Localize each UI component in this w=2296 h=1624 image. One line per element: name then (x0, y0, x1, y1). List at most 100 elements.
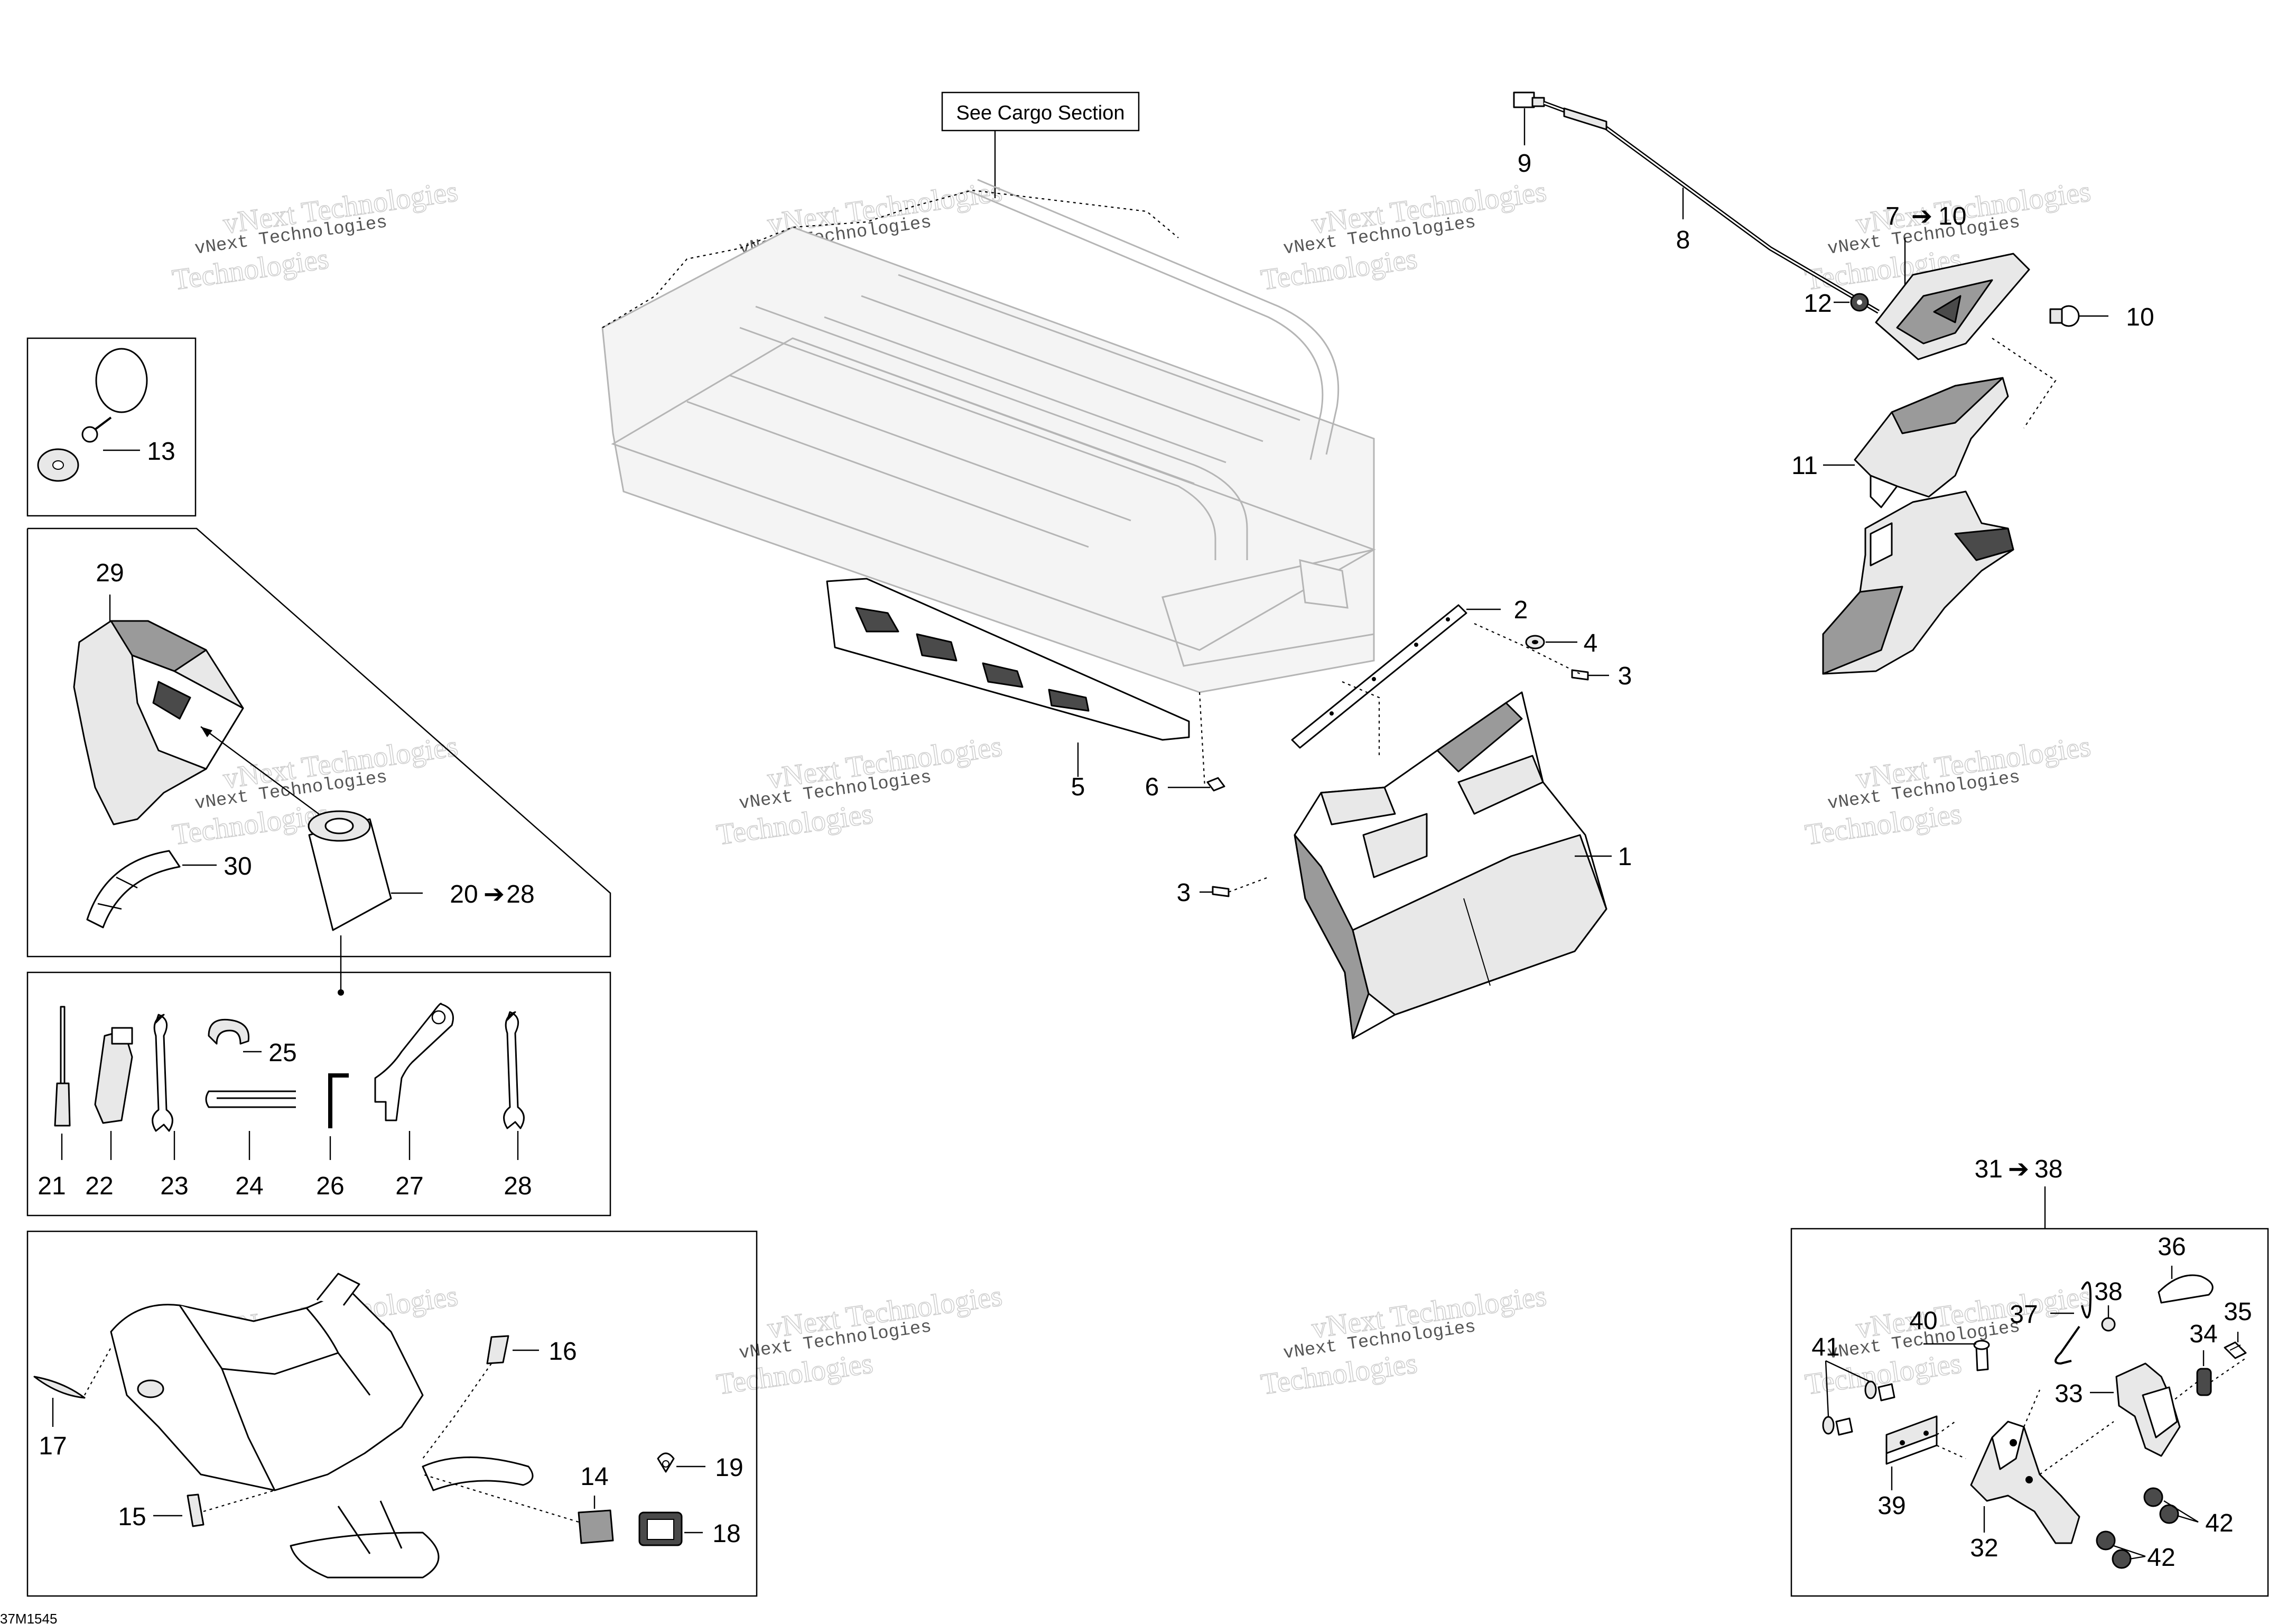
svg-text:37: 37 (2010, 1301, 2038, 1329)
svg-text:28: 28 (504, 1172, 532, 1200)
svg-text:39: 39 (1877, 1492, 1905, 1520)
part-19-clip: 19 (657, 1452, 743, 1482)
svg-text:28: 28 (506, 880, 534, 908)
part-23-wrench: 23 (152, 1014, 189, 1200)
svg-text:18: 18 (712, 1520, 740, 1548)
part-2-strip: 2 (1291, 596, 1528, 749)
figure-code: 37M1545 (0, 1611, 57, 1624)
part-38-nut: 38 (2094, 1278, 2123, 1332)
svg-text:19: 19 (715, 1454, 743, 1482)
svg-text:13: 13 (147, 438, 175, 466)
part-36-pin: 36 (2158, 1233, 2214, 1304)
svg-text:3: 3 (1177, 879, 1191, 907)
part-39-plate: 39 (1877, 1415, 1966, 1520)
part-40-bolt: 40 (1909, 1307, 1990, 1371)
svg-text:27: 27 (395, 1172, 423, 1200)
hitch-box: 31 ➔ 38 36 37 38 35 34 (1790, 1155, 2269, 1597)
part-16-decal: 16 (422, 1335, 577, 1459)
svg-text:14: 14 (580, 1463, 608, 1491)
part-15-decal: 15 (118, 1489, 275, 1531)
svg-text:36: 36 (2158, 1233, 2186, 1261)
part-4-washer: 4 (1525, 629, 1598, 657)
part-22-socket: 22 (85, 1027, 133, 1200)
part-33-latch: 33 (2055, 1362, 2181, 1457)
part-3-screw-top: 3 (1571, 662, 1632, 690)
svg-text:10: 10 (1938, 202, 1966, 230)
part-21-screwdriver: 21 (38, 1006, 71, 1200)
snowmobile-outline (110, 1273, 534, 1579)
part-8-harness: 8 (1543, 101, 1880, 314)
svg-text:5: 5 (1071, 773, 1085, 801)
part-27-spanner: 27 (374, 1003, 454, 1200)
svg-text:➔: ➔ (1911, 202, 1932, 230)
svg-text:➔: ➔ (484, 880, 505, 908)
rear-bumper-bracket (1822, 490, 2014, 675)
svg-text:12: 12 (1804, 290, 1832, 318)
svg-text:38: 38 (2094, 1278, 2122, 1306)
part-18-plate: 18 (638, 1511, 741, 1548)
svg-text:24: 24 (235, 1172, 263, 1200)
svg-text:22: 22 (85, 1172, 113, 1200)
svg-text:31: 31 (1975, 1155, 2003, 1183)
part-24-loop: 24 (205, 1090, 296, 1200)
svg-text:16: 16 (549, 1338, 577, 1366)
part-10-bulb: 10 (2049, 303, 2154, 331)
svg-text:40: 40 (1909, 1307, 1937, 1335)
part-13-box: 13 (26, 337, 197, 517)
part-5-side-plate: 5 (826, 578, 1190, 801)
svg-text:6: 6 (1145, 773, 1159, 801)
part-9-connector: 9 (1513, 91, 1545, 178)
see-cargo-section-callout: See Cargo Section (941, 91, 1140, 198)
svg-text:42: 42 (2205, 1509, 2233, 1537)
part-34-spring: 34 (2166, 1320, 2246, 1406)
svg-text:8: 8 (1676, 226, 1690, 254)
svg-text:7: 7 (1885, 202, 1900, 230)
tool-kit-box: 21 22 23 24 25 26 (26, 971, 611, 1217)
svg-text:38: 38 (2034, 1155, 2062, 1183)
decal-box: 16 17 15 14 18 (26, 1230, 758, 1597)
svg-text:1: 1 (1618, 843, 1632, 871)
svg-text:17: 17 (39, 1432, 67, 1460)
part-41-bolts: 41 (1811, 1333, 1895, 1436)
svg-text:10: 10 (2126, 303, 2154, 331)
svg-text:4: 4 (1584, 629, 1598, 657)
svg-text:9: 9 (1518, 150, 1532, 178)
part-12-grommet: 12 (1804, 290, 1869, 318)
svg-text:26: 26 (316, 1172, 344, 1200)
part-1-mud-flap: 1 (1294, 691, 1632, 1040)
part-42-nuts: 42 42 (2096, 1487, 2234, 1572)
part-11-light-housing: 11 (1791, 377, 2009, 508)
guide-line (1342, 681, 1380, 756)
part-6-screw: 6 (1145, 773, 1225, 801)
svg-text:34: 34 (2189, 1320, 2217, 1348)
part-14-label: 14 (422, 1463, 614, 1544)
svg-text:25: 25 (268, 1039, 296, 1067)
svg-text:35: 35 (2224, 1298, 2252, 1326)
guide-line (1474, 623, 1581, 674)
part-25-clip: 25 (208, 1018, 297, 1067)
part-26-hex-key: 26 (316, 1073, 349, 1200)
part-28-wrench: 28 (503, 1011, 532, 1200)
cargo-rack-ghost (601, 179, 1376, 788)
svg-text:11: 11 (1791, 452, 1818, 480)
part-7-tail-light: 7 ➔ 10 (1875, 202, 2030, 360)
part-35-rod: 35 (2224, 1298, 2252, 1359)
part-37-cable: 37 (2010, 1281, 2092, 1365)
svg-text:30: 30 (224, 852, 252, 880)
svg-text:3: 3 (1618, 662, 1632, 690)
svg-text:41: 41 (1811, 1333, 1839, 1361)
part-17-decal: 17 (33, 1347, 111, 1460)
svg-text:20: 20 (450, 880, 478, 908)
svg-text:2: 2 (1514, 596, 1528, 624)
svg-text:42: 42 (2147, 1544, 2175, 1572)
svg-text:33: 33 (2055, 1380, 2083, 1408)
part-3-screw-bottom: 3 (1177, 876, 1269, 907)
svg-text:23: 23 (160, 1172, 188, 1200)
guide-line (1992, 338, 2057, 429)
svg-text:29: 29 (96, 559, 124, 587)
svg-text:15: 15 (118, 1503, 146, 1531)
svg-text:➔: ➔ (2008, 1155, 2029, 1183)
part-29-30-box: 29 30 20 ➔ 28 (26, 527, 611, 996)
part-32-hitch-bracket: 32 (1970, 1389, 2114, 1562)
